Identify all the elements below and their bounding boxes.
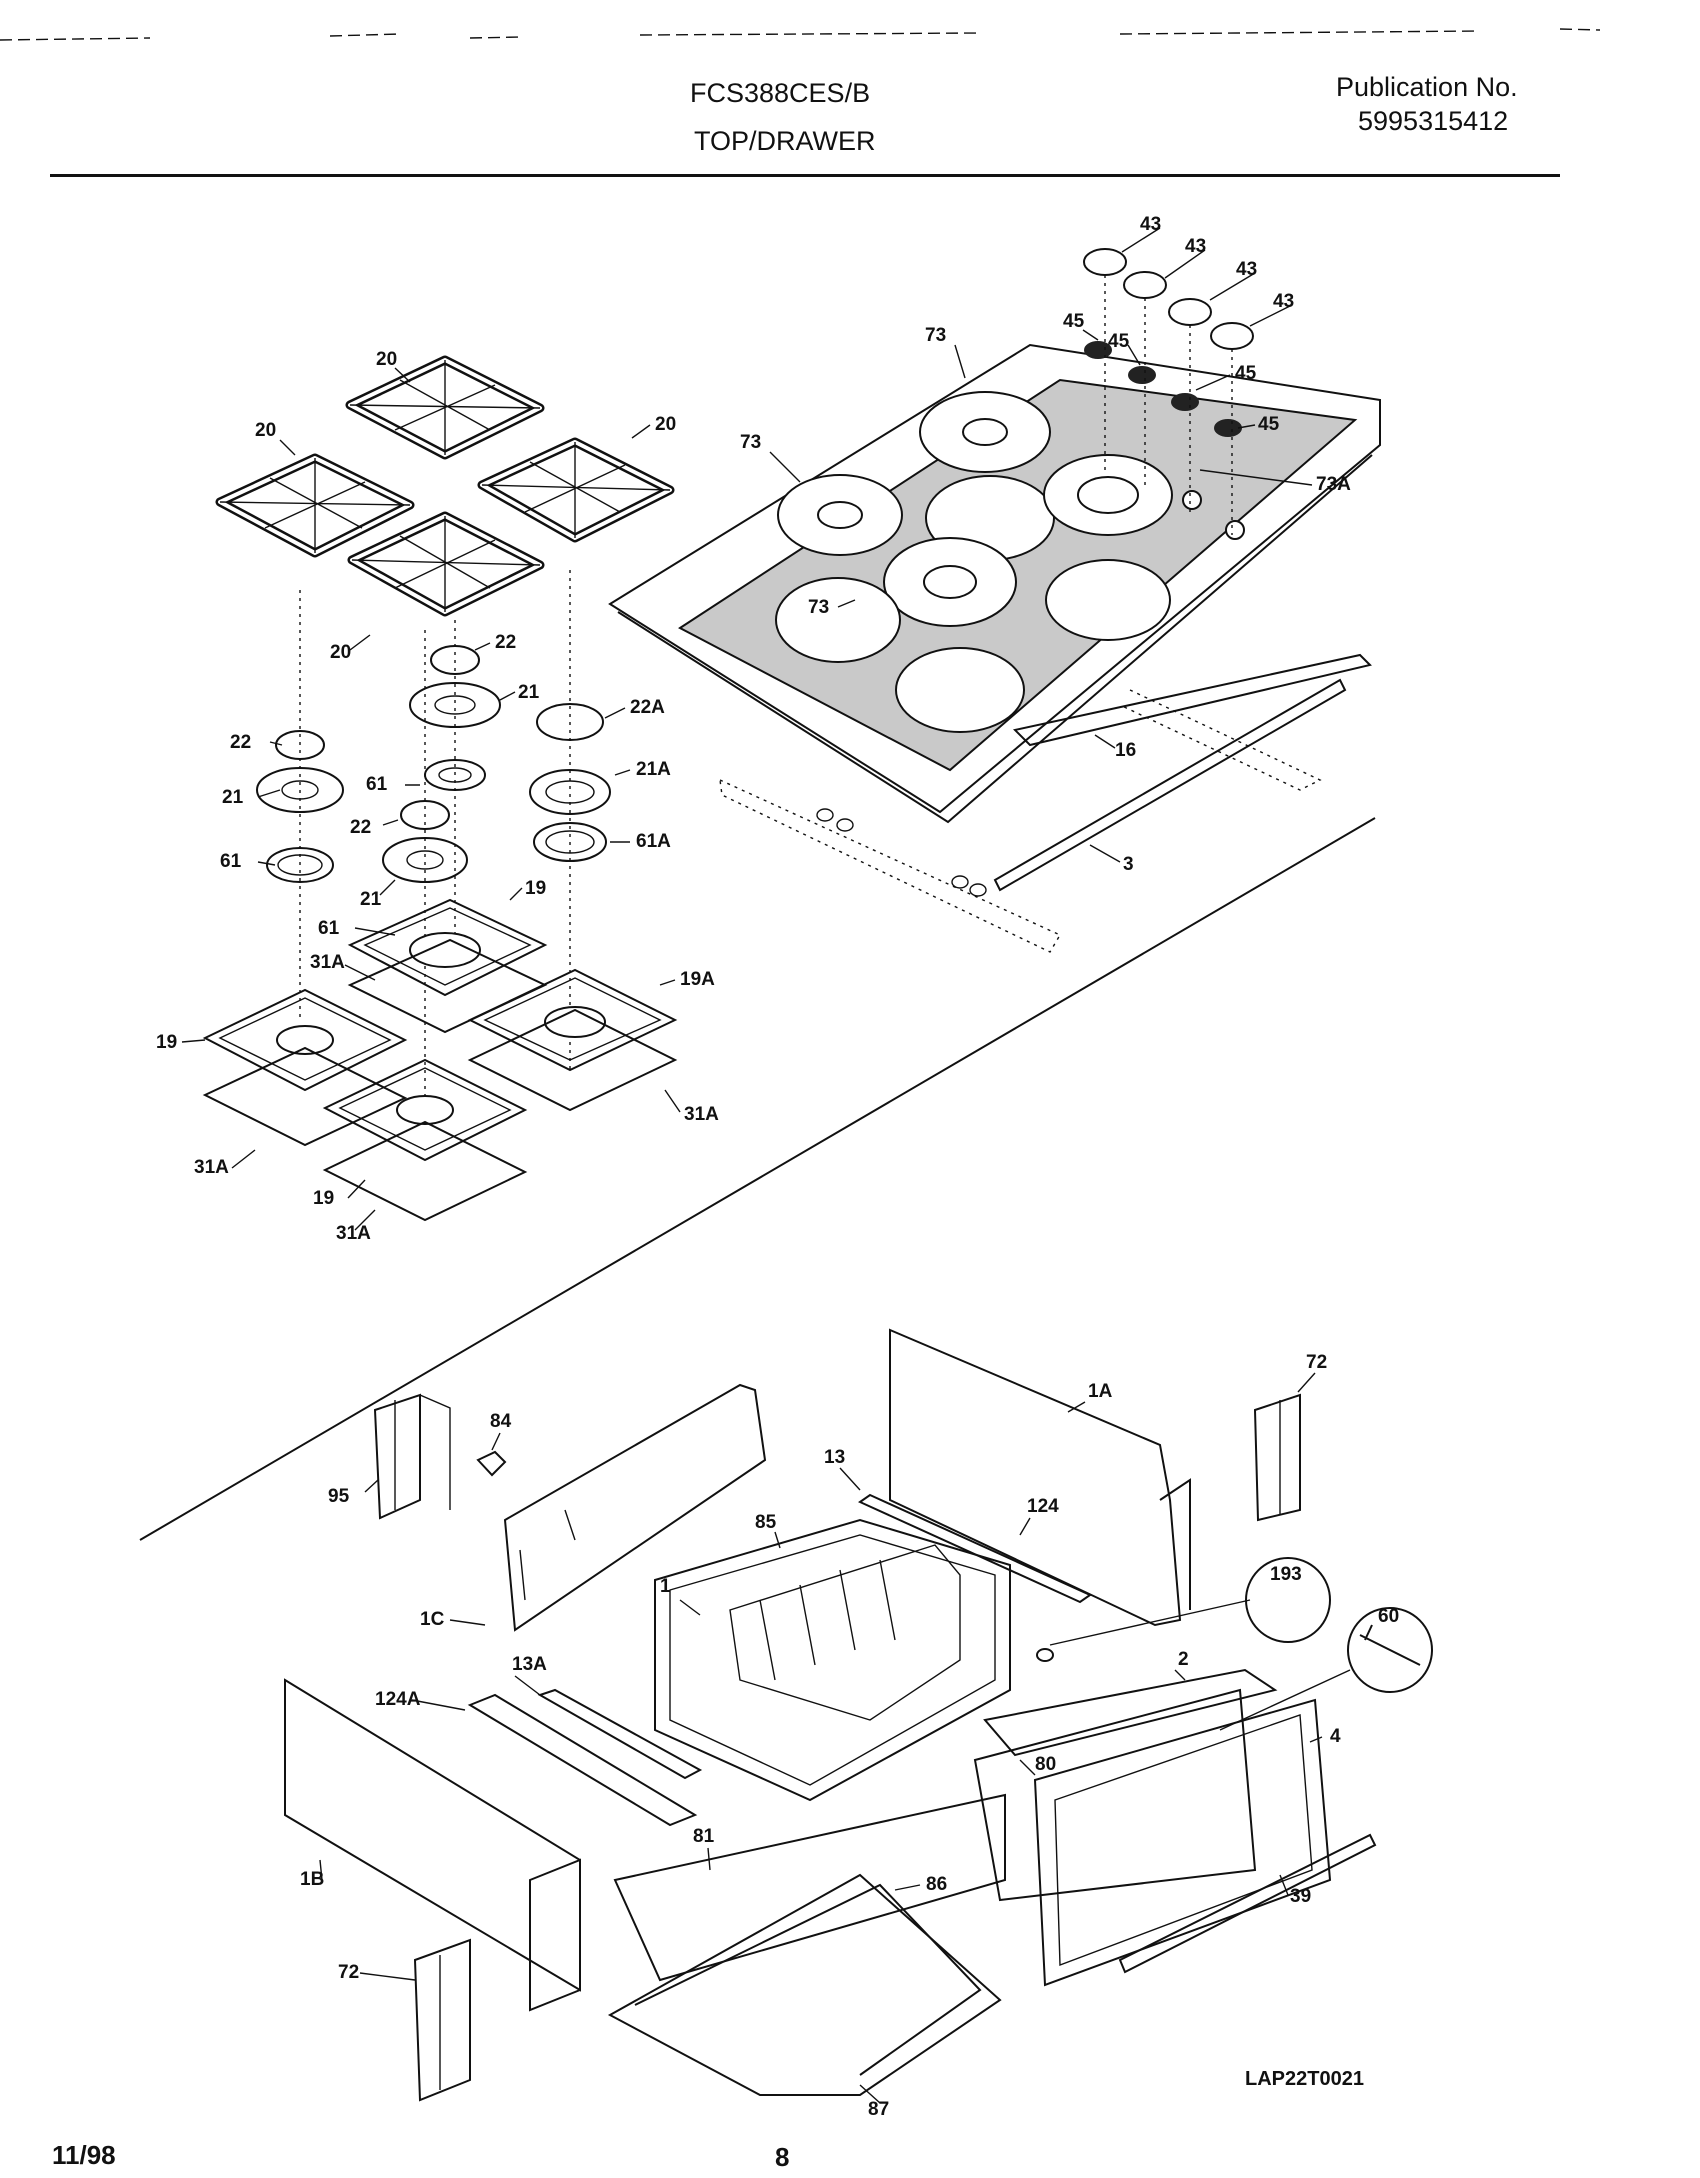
callout-label: 31A — [310, 952, 345, 973]
callout-label: 31A — [336, 1223, 371, 1244]
callout-label: 22A — [630, 697, 665, 718]
callout-label: 86 — [926, 1874, 947, 1895]
callout-label: 73 — [808, 597, 829, 618]
burner-bases — [202, 898, 678, 1222]
callout-label: 72 — [338, 1962, 359, 1983]
section-title: TOP/DRAWER — [694, 126, 876, 156]
callout-label: 22 — [230, 732, 251, 753]
callout-label: 1 — [660, 1576, 671, 1597]
callout-label: 85 — [755, 1512, 777, 1533]
callout-label: 31A — [684, 1104, 719, 1125]
callout-label: 20 — [330, 642, 351, 663]
callout-label: 61 — [318, 918, 340, 939]
callout-label: 19 — [313, 1188, 334, 1209]
callout-label: 4 — [1330, 1726, 1341, 1747]
callout-label: 81 — [693, 1826, 715, 1847]
callout-label: 22 — [495, 632, 516, 653]
drawing-code: LAP22T0021 — [1245, 2068, 1364, 2090]
callout-label: 21A — [636, 759, 671, 780]
callout-label: 43 — [1140, 214, 1161, 235]
callout-label: 19A — [680, 969, 715, 990]
callout-label: 2 — [1178, 1649, 1189, 1670]
callout-label: 19 — [525, 878, 546, 899]
callout-label: 61 — [366, 774, 388, 795]
callout-label: 21 — [360, 889, 382, 910]
drawer-assembly — [284, 1328, 1433, 2102]
callout-label: 43 — [1185, 236, 1206, 257]
callout-label: 13 — [824, 1447, 845, 1468]
model-number: FCS388CES/B — [690, 78, 871, 108]
callout-label: 45 — [1063, 311, 1085, 332]
control-knobs — [1083, 248, 1254, 535]
callout-label: 73 — [925, 325, 946, 346]
callout-label: 45 — [1235, 363, 1257, 384]
callout-label: 1C — [420, 1609, 445, 1630]
header-rule — [50, 174, 1560, 177]
callout-label: 20 — [376, 349, 397, 370]
callout-label: 84 — [490, 1411, 512, 1432]
section-divider-line — [139, 817, 1376, 1541]
callout-label: 95 — [328, 1486, 350, 1507]
callout-label: 124 — [1027, 1496, 1059, 1517]
page-number: 8 — [775, 2142, 790, 2172]
callout-label: 87 — [868, 2099, 889, 2120]
callout-label: 22 — [350, 817, 371, 838]
callout-label: 80 — [1035, 1754, 1056, 1775]
callout-label: 73 — [740, 432, 761, 453]
callout-label: 60 — [1378, 1606, 1399, 1627]
footer-date: 11/98 — [52, 2140, 116, 2170]
callout-label: 43 — [1236, 259, 1257, 280]
callout-label: 13A — [512, 1654, 547, 1675]
callout-label: 1A — [1088, 1381, 1113, 1402]
callout-label: 1B — [300, 1869, 324, 1890]
callout-label: 20 — [655, 414, 676, 435]
burner-parts — [256, 570, 611, 1120]
callout-label: 31A — [194, 1157, 229, 1178]
callout-label: 21 — [518, 682, 540, 703]
callout-label: 21 — [222, 787, 244, 808]
callout-label: 45 — [1108, 331, 1130, 352]
callout-label: 61 — [220, 851, 242, 872]
callout-label: 61A — [636, 831, 671, 852]
callout-label: 45 — [1258, 414, 1280, 435]
callout-label: 16 — [1115, 740, 1136, 761]
cooktop-assembly — [608, 343, 1381, 953]
callout-label: 72 — [1306, 1352, 1327, 1373]
burner-grates — [215, 355, 675, 617]
callout-label: 19 — [156, 1032, 177, 1053]
callout-label: 39 — [1290, 1886, 1311, 1907]
callout-label: 73A — [1316, 474, 1351, 495]
callout-label: 20 — [255, 420, 276, 441]
callout-labels: 20 20 20 20 22 21 22A 22 21 61 21A 22 61… — [156, 214, 1399, 2120]
callout-label: 3 — [1123, 854, 1134, 875]
callout-label: 124A — [375, 1689, 421, 1710]
callout-label: 193 — [1270, 1564, 1302, 1585]
publication-label: Publication No. — [1336, 72, 1518, 102]
publication-number: 5995315412 — [1358, 106, 1509, 136]
leader-lines — [181, 227, 1323, 2104]
